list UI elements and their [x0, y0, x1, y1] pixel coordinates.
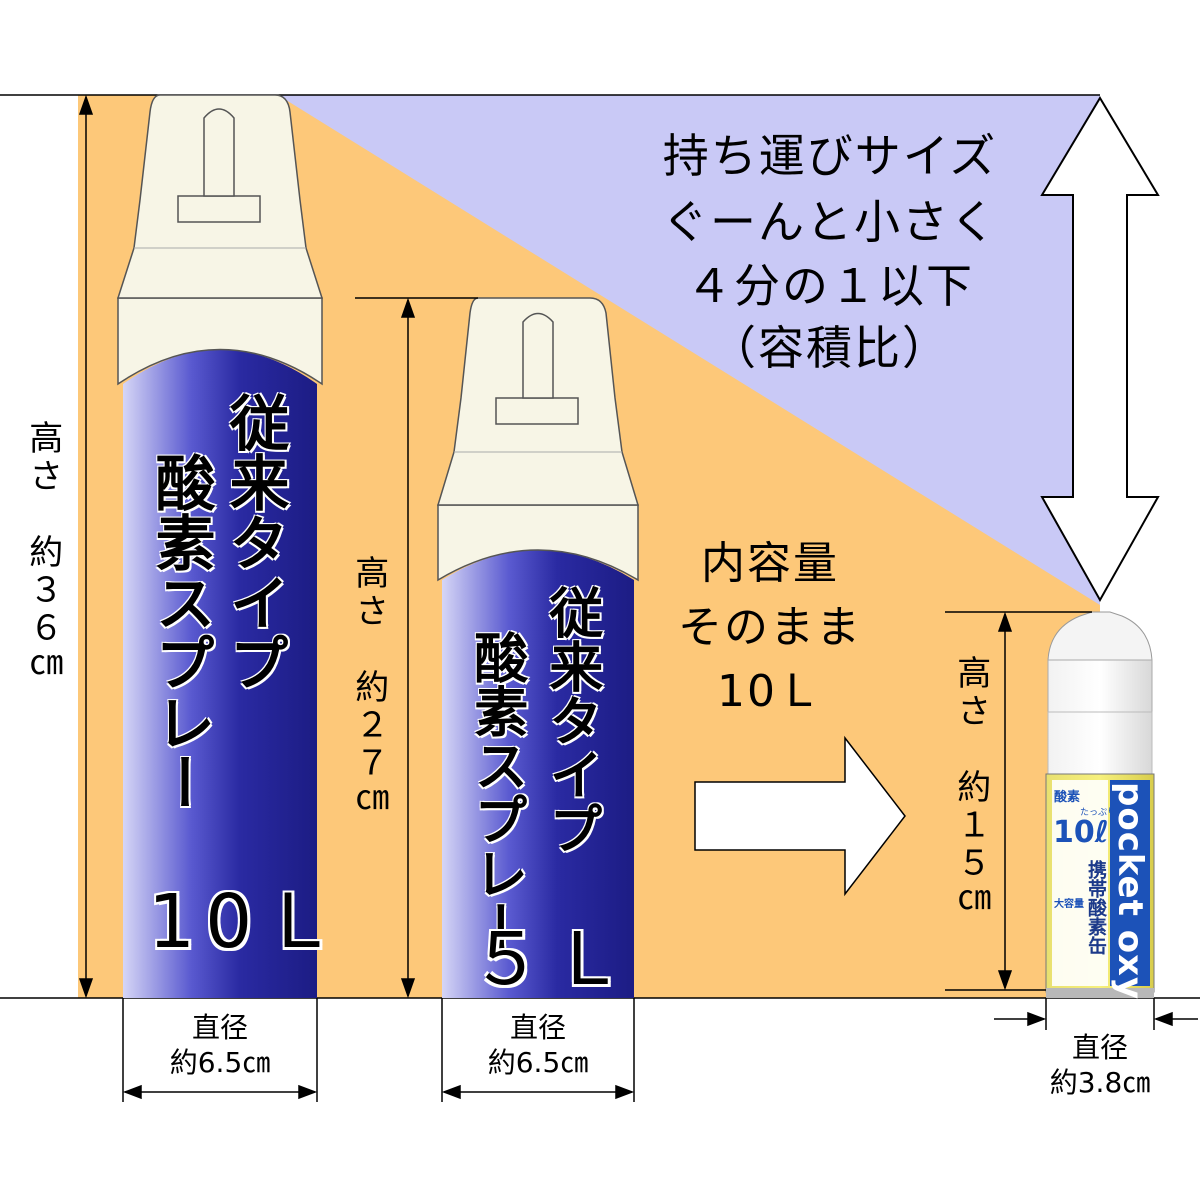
can-medium-label-1: 従来タイプ: [539, 585, 603, 855]
can-large-cap: [117, 297, 323, 386]
can-medium-volume: ５Ｌ: [470, 917, 635, 1001]
can-medium-height-label: 高さ 約２７㎝: [348, 555, 389, 821]
can-medium-body: [442, 550, 634, 998]
can-medium-diameter: 直径 約6.5㎝: [442, 1010, 634, 1080]
can-large-volume: 10Ｌ: [148, 879, 347, 965]
can-product: [1045, 611, 1155, 998]
product-tag-3: 大容量: [1054, 899, 1084, 910]
product-name: 携帯酸素缶: [1085, 860, 1107, 955]
headline-line-4: （容積比）: [710, 321, 950, 375]
can-medium-label-2: 酸素スプレー: [464, 630, 528, 954]
product-brand: pocket oxy: [1110, 782, 1150, 1001]
can-large-height-label: 高さ 約３６㎝: [22, 420, 63, 686]
can-large-neck: [177, 195, 261, 223]
can-medium-diameter-value: 約6.5㎝: [487, 1046, 589, 1079]
product-diameter-label: 直径: [1071, 1031, 1128, 1064]
can-large: [116, 94, 324, 998]
can-large-diameter: 直径 約6.5㎝: [123, 1010, 317, 1080]
capacity-line-1: 内容量: [701, 538, 839, 589]
can-medium-cap: [437, 504, 639, 582]
dimension-large-height: [78, 94, 94, 999]
can-medium: [436, 297, 640, 998]
product-tag-1: 酸素: [1054, 790, 1081, 805]
dimension-product-height: [945, 611, 1092, 991]
double-arrow: [1040, 96, 1160, 603]
can-large-nozzle: [203, 108, 235, 197]
dimension-large-diameter: [122, 998, 318, 1102]
dimension-medium-height: [355, 297, 478, 999]
product-cap: [1047, 659, 1153, 713]
lavender-triangle: [278, 95, 1100, 605]
can-large-label-2: 酸素スプレー: [145, 452, 215, 812]
product-diameter-value: 約3.8㎝: [1049, 1066, 1151, 1099]
right-arrow: [694, 735, 906, 897]
product-collar: [1047, 711, 1153, 775]
headline-line-3: ４分の１以下: [686, 259, 974, 313]
can-large-diameter-label: 直径: [191, 1011, 248, 1044]
headline-line-1: 持ち運びサイズ: [662, 129, 998, 183]
can-medium-diameter-label: 直径: [509, 1011, 566, 1044]
can-large-diameter-value: 約6.5㎝: [169, 1046, 271, 1079]
can-large-label-1: 従来タイプ: [219, 392, 289, 692]
product-capacity: 10ℓ: [1053, 815, 1109, 850]
product-top: [1047, 611, 1153, 661]
can-large-body: [123, 349, 317, 998]
product-height-label: 高さ 約１５㎝: [950, 655, 991, 921]
dimension-medium-diameter: [441, 998, 635, 1102]
product-diameter: 直径 約3.8㎝: [1030, 1030, 1170, 1100]
can-medium-nozzle: [522, 312, 554, 399]
dimension-product-diameter: [994, 998, 1198, 1030]
capacity-line-3: 10Ｌ: [717, 666, 823, 717]
headline-line-2: ぐーんと小さく: [662, 195, 998, 249]
can-medium-neck: [495, 397, 579, 425]
capacity-line-2: そのまま: [678, 602, 862, 653]
product-tag-2: たっぷり: [1080, 808, 1117, 818]
